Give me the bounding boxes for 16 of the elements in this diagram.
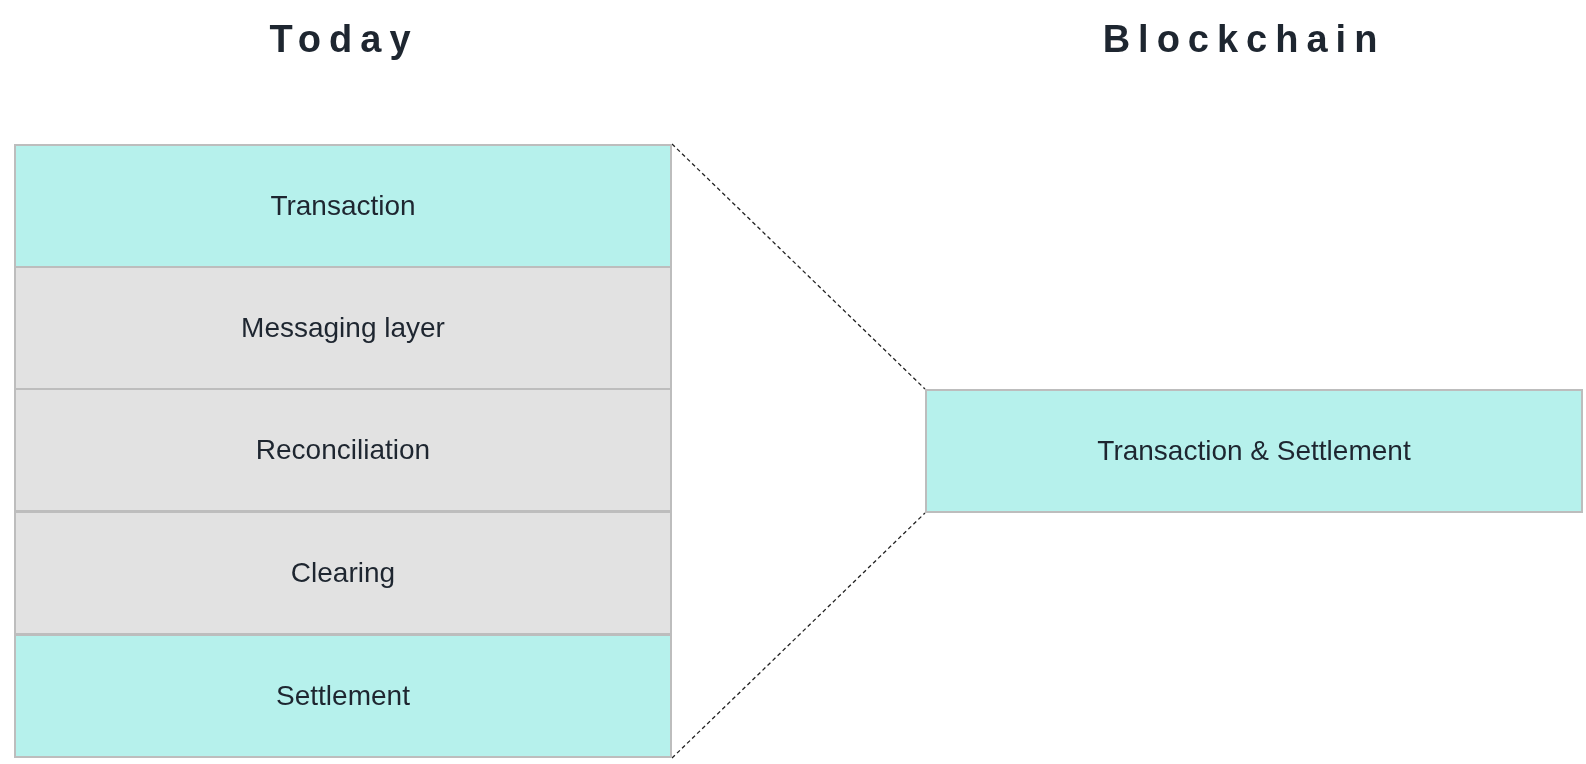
process-box xyxy=(14,511,672,635)
process-box xyxy=(14,144,672,268)
connector-line xyxy=(671,143,926,390)
column-heading: Today xyxy=(269,18,419,61)
process-box xyxy=(14,634,672,758)
process-box xyxy=(14,266,672,390)
process-box xyxy=(14,388,672,512)
box-label: Transaction & Settlement xyxy=(1097,435,1411,467)
connector-line xyxy=(671,512,926,759)
column-heading: Blockchain xyxy=(1102,18,1386,61)
box-label: Reconciliation xyxy=(255,434,431,466)
box-label: Settlement xyxy=(276,680,410,712)
box-label: Clearing xyxy=(290,557,396,589)
process-box xyxy=(925,389,1583,513)
box-label: Transaction xyxy=(270,190,416,222)
box-label: Messaging layer xyxy=(241,312,445,344)
